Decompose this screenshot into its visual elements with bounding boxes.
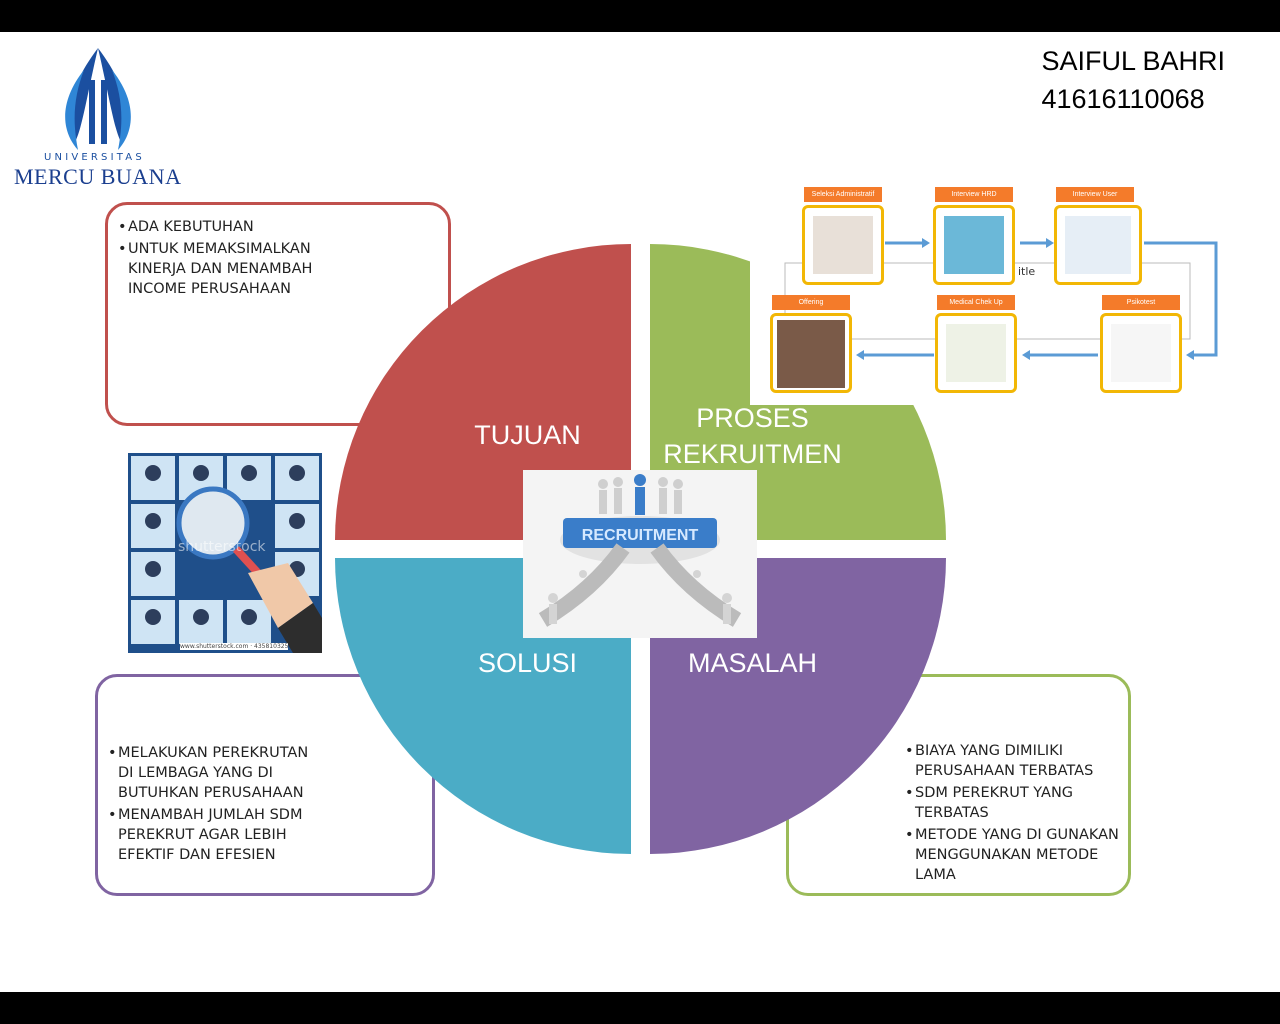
- list-item: •ADA KEBUTUHAN: [118, 219, 254, 235]
- step-label: Seleksi Administratif: [804, 187, 882, 202]
- recruitment-center-image: RECRUITMENT: [523, 470, 757, 638]
- author-name: SAIFUL BAHRI: [1041, 46, 1225, 76]
- step-psikotest-image: [1100, 313, 1182, 393]
- list-item: •MENAMBAH JUMLAH SDM PEREKRUT AGAR LEBIH…: [108, 807, 303, 863]
- step-label: Medical Chek Up: [937, 295, 1015, 310]
- logo-university-text: UNIVERSITAS: [44, 152, 145, 163]
- recruitment-banner-text: RECRUITMENT: [582, 527, 699, 544]
- author-id: 41616110068: [1041, 84, 1205, 114]
- bottom-black-bar: [0, 992, 1280, 1024]
- candidates-image: shutterstock www.shutterstock.com · 4358…: [128, 453, 322, 653]
- list-item: •BIAYA YANG DIMILIKI PERUSAHAAN TERBATAS: [905, 743, 1094, 779]
- faces-grid: [131, 456, 322, 653]
- top-black-bar: [0, 0, 1280, 32]
- watermark-caption: www.shutterstock.com · 435810325: [180, 643, 289, 650]
- label-solusi: SOLUSI: [477, 648, 578, 678]
- author-block: SAIFUL BAHRI 41616110068: [1041, 42, 1225, 118]
- step-label: Interview HRD: [935, 187, 1013, 202]
- list-item: •UNTUK MEMAKSIMALKAN KINERJA DAN MENAMBA…: [118, 241, 313, 297]
- label-tujuan: TUJUAN: [474, 420, 581, 450]
- recruitment-process-diagram: Seleksi Administratif Interview HRD itle…: [750, 185, 1230, 405]
- list-item: •SDM PEREKRUT YANG TERBATAS: [905, 785, 1074, 821]
- stray-text: itle: [1018, 265, 1036, 278]
- step-interview-hrd-image: [933, 205, 1015, 285]
- recruitment-illustration: RECRUITMENT: [538, 474, 742, 627]
- list-item: •METODE YANG DI GUNAKAN MENGGUNAKAN METO…: [905, 827, 1119, 883]
- list-item: •MELAKUKAN PEREKRUTAN DI LEMBAGA YANG DI…: [108, 745, 309, 801]
- step-label: Offering: [772, 295, 850, 310]
- logo-name-text: MERCU BUANA: [14, 164, 182, 189]
- step-label: Psikotest: [1102, 295, 1180, 310]
- step-label: Interview User: [1056, 187, 1134, 202]
- step-seleksi-image: [802, 205, 884, 285]
- quadrant-tujuan: [335, 244, 631, 540]
- mercu-buana-logo: [65, 48, 131, 150]
- step-medical-image: [935, 313, 1017, 393]
- solusi-callout: •MELAKUKAN PEREKRUTAN DI LEMBAGA YANG DI…: [95, 674, 435, 896]
- step-interview-user-image: [1054, 205, 1142, 285]
- watermark-text: shutterstock: [178, 539, 266, 555]
- step-offering-image: [770, 313, 852, 393]
- label-masalah: MASALAH: [687, 648, 818, 678]
- label-proses: PROSES REKRUITMEN: [663, 403, 842, 469]
